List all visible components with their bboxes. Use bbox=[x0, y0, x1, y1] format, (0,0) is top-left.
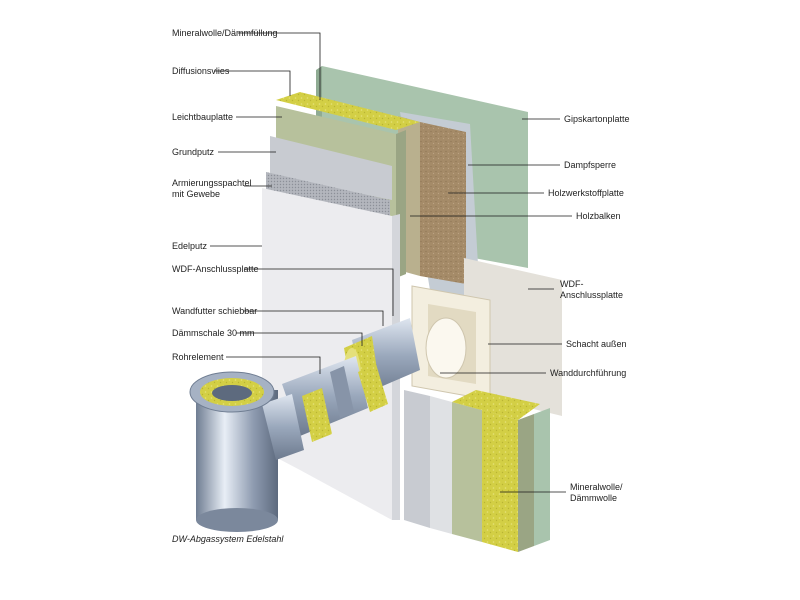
leader-daemmschale bbox=[236, 332, 363, 346]
lower-holz bbox=[518, 414, 534, 552]
label-wdf-anschlussplatte: WDF-Anschlussplatte bbox=[172, 264, 259, 274]
label-edelputz: Edelputz bbox=[172, 241, 208, 251]
daemmschale-ring-3 bbox=[358, 364, 388, 412]
label-mineralwolle-daemmwolle-2: Dämmwolle bbox=[570, 493, 617, 503]
pipe-band bbox=[330, 366, 354, 418]
label-leichtbauplatte: Leichtbauplatte bbox=[172, 112, 233, 122]
leader-diffusionsvlies bbox=[214, 70, 291, 96]
label-wdf-anschlussplatte-right-1: WDF- bbox=[560, 279, 584, 289]
label-armierungsspachtel-2: mit Gewebe bbox=[172, 189, 220, 199]
lower-gipskarton bbox=[534, 408, 550, 546]
daemmschale-ring-2 bbox=[302, 388, 332, 442]
rohrelement-top-inner bbox=[212, 385, 252, 401]
holzwerkstoffplatte-layer bbox=[420, 122, 466, 284]
label-wandfutter: Wandfutter schiebbar bbox=[172, 306, 257, 316]
caption-dw-abgassystem: DW-Abgassystem Edelstahl bbox=[172, 534, 284, 544]
label-diffusionsvlies: Diffusionsvlies bbox=[172, 66, 230, 76]
label-dampfsperre: Dampfsperre bbox=[564, 160, 616, 170]
leader-mineralwolle-daemmfuellung bbox=[238, 32, 321, 100]
lower-edelputz bbox=[404, 390, 430, 528]
schacht-opening bbox=[425, 317, 467, 379]
label-wdf-anschlussplatte-right-2: Anschlussplatte bbox=[560, 290, 623, 300]
lower-leichtbauplatte bbox=[452, 402, 482, 542]
lower-grundputz bbox=[430, 396, 452, 534]
rohrelement-branch bbox=[262, 394, 304, 460]
lower-mineralwolle bbox=[482, 410, 518, 552]
lower-top-wool bbox=[452, 390, 540, 420]
label-grundputz: Grundputz bbox=[172, 147, 215, 157]
mineralwolle-daemmfuellung-layer bbox=[276, 92, 420, 130]
leader-wdf-anschlussplatte bbox=[244, 268, 394, 316]
leader-wandfutter bbox=[244, 310, 384, 326]
label-rohrelement: Rohrelement bbox=[172, 352, 224, 362]
label-holzwerkstoffplatte: Holzwerkstoffplatte bbox=[548, 188, 624, 198]
label-armierungsspachtel-1: Armierungsspachtel bbox=[172, 178, 252, 188]
rohrelement-segment bbox=[282, 356, 368, 436]
label-wanddurchfuehrung: Wanddurchführung bbox=[550, 368, 626, 378]
label-mineralwolle-daemmfuellung: Mineralwolle/Dämmfüllung bbox=[172, 28, 278, 38]
label-daemmschale: Dämmschale 30 mm bbox=[172, 328, 255, 338]
leader-rohrelement bbox=[226, 356, 321, 374]
rohrelement-bottom bbox=[196, 508, 278, 532]
label-gipskartonplatte: Gipskartonplatte bbox=[564, 114, 630, 124]
label-schacht-aussen: Schacht außen bbox=[566, 339, 627, 349]
label-holzbalken: Holzbalken bbox=[576, 211, 621, 221]
grundputz-layer bbox=[270, 136, 392, 200]
label-mineralwolle-daemmwolle-1: Mineralwolle/ bbox=[570, 482, 623, 492]
